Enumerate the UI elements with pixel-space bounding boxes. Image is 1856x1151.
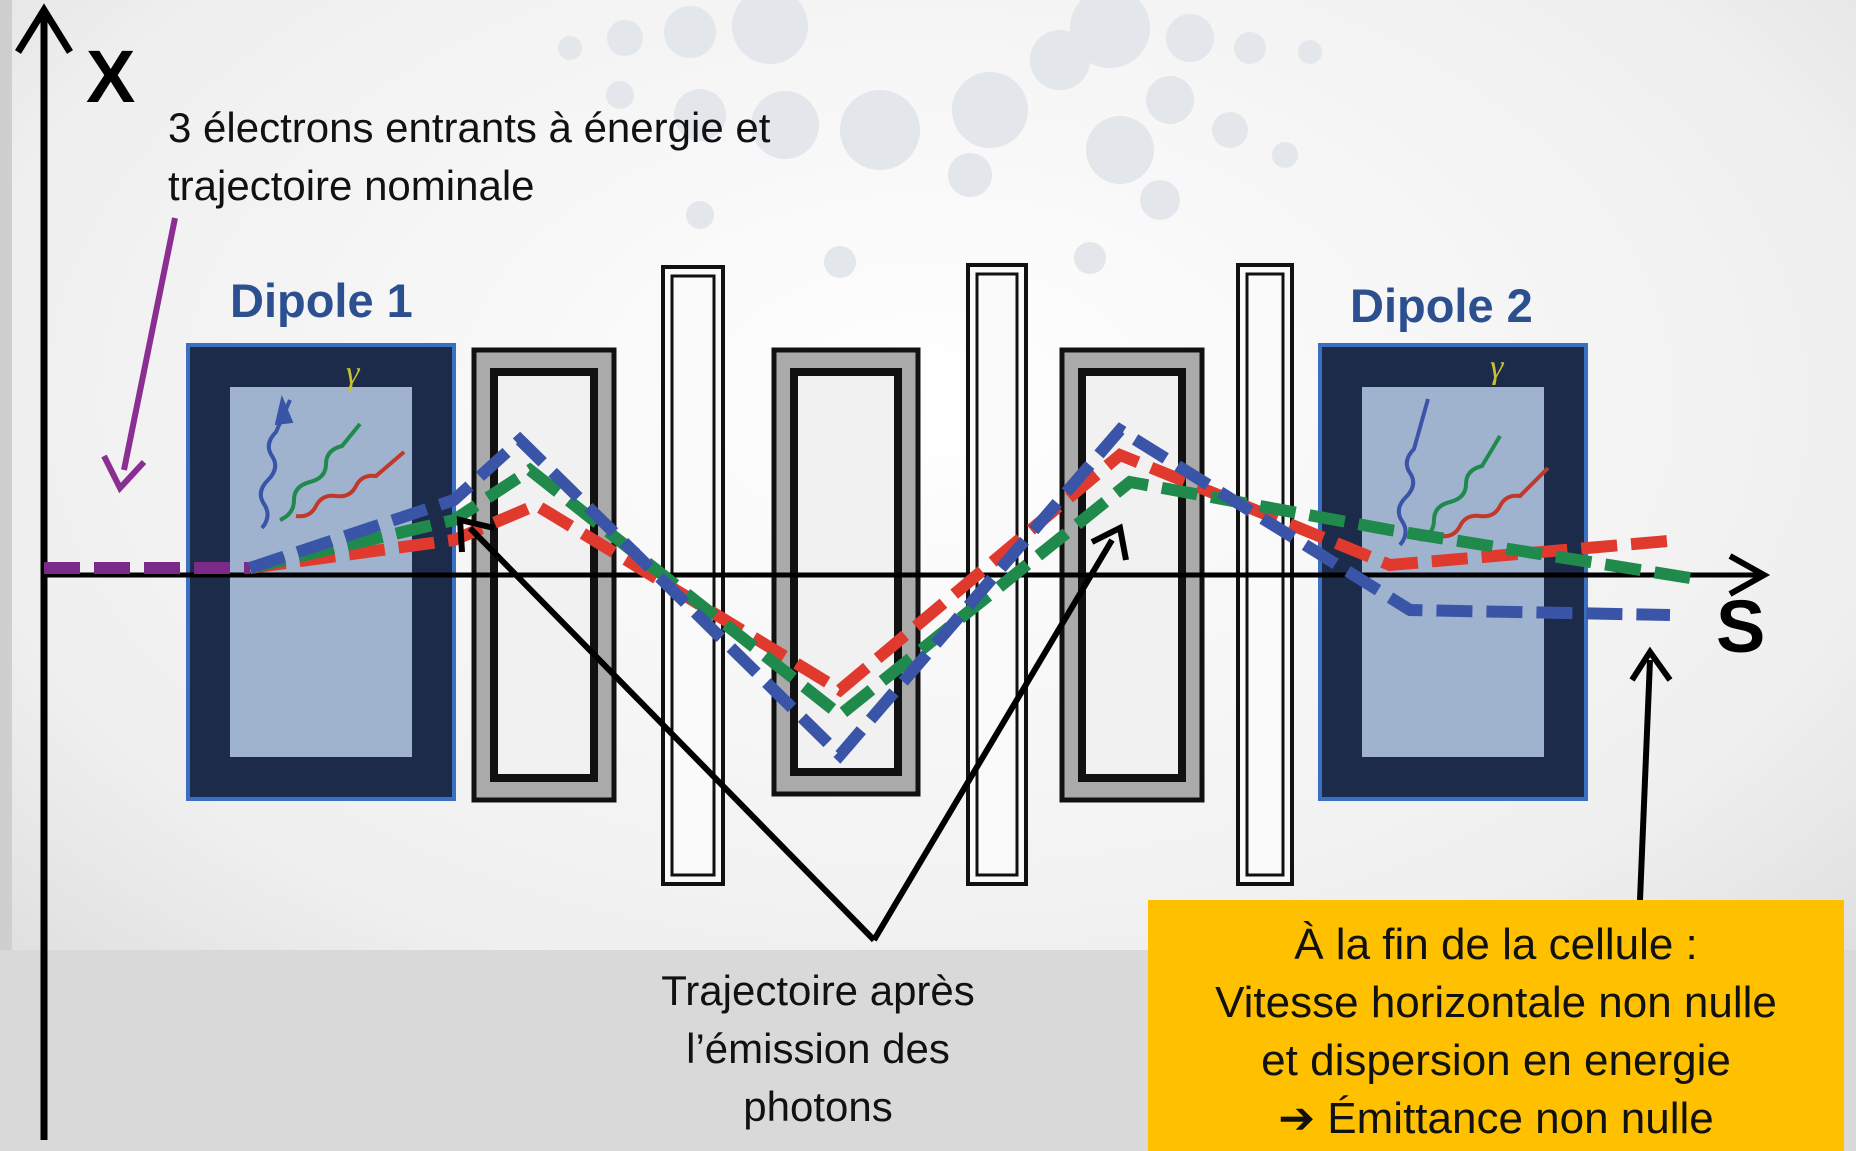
photon-symbol-1: γ [346, 355, 361, 392]
photon-symbol-2: γ [1490, 349, 1505, 386]
photon-emission-2 [1396, 398, 1550, 547]
trajectory-red [249, 448, 1681, 698]
s-axis-label: S [1716, 585, 1765, 668]
result-line-1: À la fin de la cellule : [1294, 920, 1698, 969]
incoming-pointer-arrowhead [101, 454, 147, 494]
s-axis-arrowhead [1728, 553, 1771, 597]
x-axis-label: X [86, 35, 135, 118]
trajectory-green [248, 462, 1691, 723]
trajectory-note-line-1: Trajectoire après [661, 967, 975, 1014]
trajectory-blue [248, 422, 1671, 764]
quadrupole-2 [771, 347, 921, 797]
dipole-1-label: Dipole 1 [230, 274, 413, 327]
trajectory-note-line-2: l’émission des [686, 1025, 950, 1072]
dipole-2-label: Dipole 2 [1350, 279, 1533, 332]
incoming-note-line-1: 3 électrons entrants à énergie et [168, 104, 771, 151]
result-line-3: et dispersion en energie [1261, 1036, 1731, 1085]
incoming-pointer-line [121, 217, 178, 471]
dipole-2 [1318, 343, 1588, 801]
photon-emission-1 [258, 394, 406, 530]
dipole-1 [186, 343, 456, 801]
trajectories [44, 422, 1691, 764]
result-line-4: ➔ Émittance non nulle [1278, 1094, 1714, 1143]
trajectory-note-line-3: photons [743, 1083, 892, 1130]
result-box: À la fin de la cellule : Vitesse horizon… [1148, 900, 1844, 1151]
result-line-2: Vitesse horizontale non nulle [1215, 978, 1777, 1027]
x-axis-arrowhead [15, 3, 73, 54]
background-edge [0, 0, 12, 950]
trajectory-pointer [456, 516, 1129, 943]
result-pointer [1629, 646, 1673, 901]
decorative-dots [558, 0, 1322, 278]
incoming-note-line-2: trajectoire nominale [168, 162, 535, 209]
